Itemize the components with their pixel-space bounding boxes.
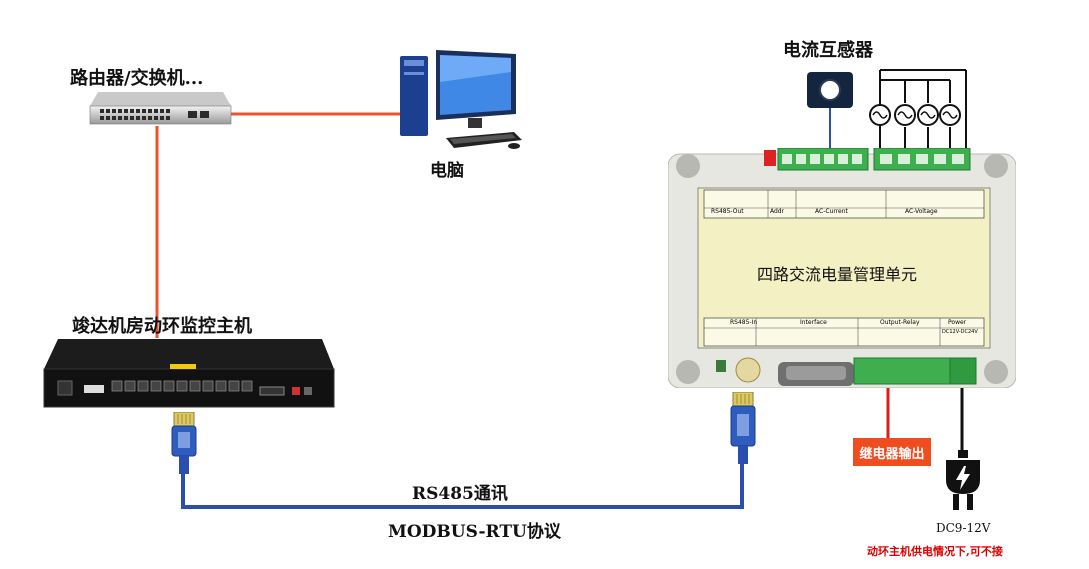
power-header: Power xyxy=(948,319,967,326)
relay-output-box: 继电器输出 xyxy=(853,438,931,466)
power-plug-icon xyxy=(946,450,980,510)
power-note: 动环主机供电情况下,可不接 xyxy=(867,545,1003,558)
modbus-label: MODBUS-RTU协议 xyxy=(388,522,561,542)
monitor-host-device-icon xyxy=(43,339,335,408)
ct-label: 电流互感器 xyxy=(783,40,873,61)
computer-icon xyxy=(400,50,522,149)
rs485-in-header: RS485-In xyxy=(730,319,758,326)
rj45-connector-right-icon xyxy=(730,392,756,464)
rs485-label: RS485通讯 xyxy=(412,484,508,504)
current-transformer-icon xyxy=(807,72,853,108)
ac-voltage-header: AC-Voltage xyxy=(905,208,938,215)
relay-output-label: 继电器输出 xyxy=(859,446,925,462)
module-title: 四路交流电量管理单元 xyxy=(757,265,918,284)
power-management-unit xyxy=(668,148,1016,388)
rj45-connector-left-icon xyxy=(171,412,197,474)
dc-voltage-label: DC9-12V xyxy=(936,521,991,535)
interface-header: Interface xyxy=(800,319,827,326)
addr-header: Addr xyxy=(770,208,785,215)
ac-source-symbols xyxy=(869,104,961,126)
router-switch-icon xyxy=(89,92,232,125)
power-spec: DC12V-DC24V xyxy=(942,329,978,335)
ac-wave-icons xyxy=(872,111,958,119)
output-relay-header: Output-Relay xyxy=(880,319,920,326)
ac-current-header: AC-Current xyxy=(815,208,848,215)
computer-label: 电脑 xyxy=(430,161,464,181)
rs485-bus-wire xyxy=(181,462,744,509)
monitor-host-label: 竣达机房动环监控主机 xyxy=(72,316,252,337)
router-label: 路由器/交换机... xyxy=(70,68,204,89)
rs485-out-header: RS485-Out xyxy=(711,208,744,215)
